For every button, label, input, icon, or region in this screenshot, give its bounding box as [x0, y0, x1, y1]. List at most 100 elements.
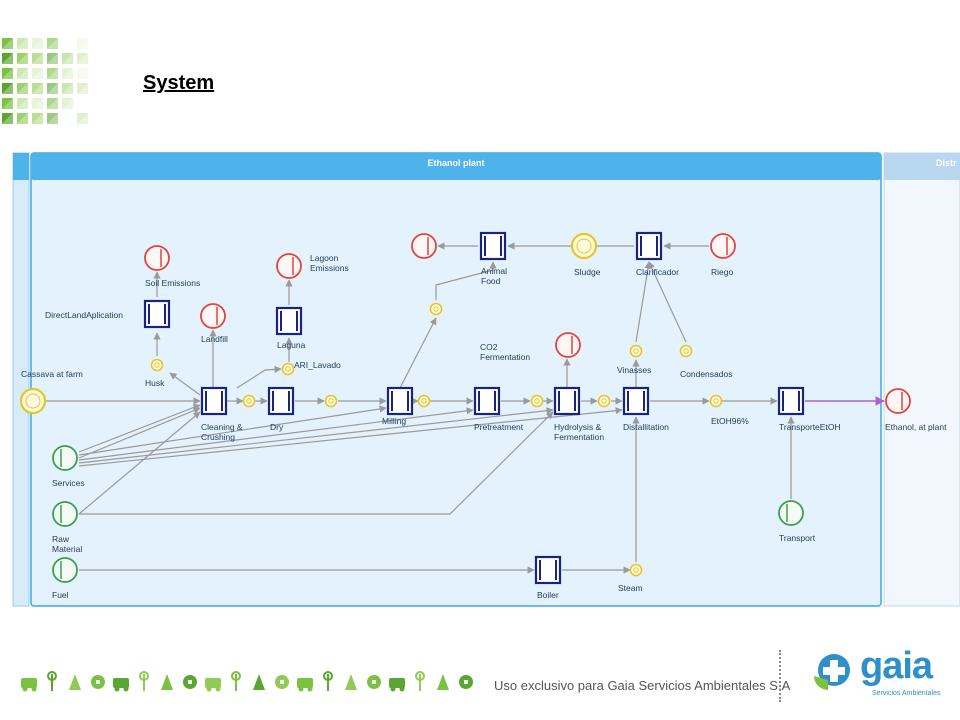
product-node-cassava[interactable] [19, 387, 47, 415]
label-steam: Steam [618, 583, 643, 593]
emission-node-soil-emissions[interactable] [144, 245, 170, 271]
label-cleaning: Cleaning &Crushing [201, 422, 243, 442]
label-clarificador: Clarificador [636, 267, 679, 277]
product-node-sludge[interactable] [570, 232, 598, 260]
flow-node-f-animal[interactable] [429, 302, 443, 316]
label-line: Clarificador [636, 267, 679, 277]
flow-node-condensados[interactable] [679, 344, 693, 358]
logo-grid-cell [17, 83, 28, 94]
flow-node-f-clean-dry[interactable] [242, 394, 256, 408]
logo-grid-cell [77, 68, 88, 79]
wind-turbine-icon [47, 671, 57, 691]
label-line: Sludge [574, 267, 601, 277]
flow-node-steam[interactable] [629, 563, 643, 577]
flow-node-ari-lavado[interactable] [281, 362, 295, 376]
logo-grid-cell [2, 53, 13, 64]
emission-node-riego[interactable] [710, 233, 736, 259]
label-line: Vinasses [617, 365, 651, 375]
logo-grid-cell [2, 83, 13, 94]
logo-grid-cell [32, 98, 43, 109]
flow-link [78, 407, 474, 461]
logo-grid-cell [62, 83, 73, 94]
label-boiler: Boiler [537, 590, 559, 600]
logo-grid-cell [17, 113, 28, 124]
label-cassava: Cassava at farm [21, 369, 83, 379]
label-transport: Transport [779, 533, 816, 543]
logo-grid-cell [47, 83, 58, 94]
flow-link [78, 407, 623, 467]
flow-links [45, 242, 885, 574]
left-panel-header [13, 153, 29, 180]
label-line: Ethanol, at plant [885, 422, 947, 432]
label-line: Laguna [277, 340, 306, 350]
palm-tree-icon [183, 675, 197, 689]
emission-node-animal-out[interactable] [411, 233, 437, 259]
emission-node-landfill[interactable] [200, 303, 226, 329]
flow-node-inner [433, 306, 439, 312]
emission-node-lagoon-emissions[interactable] [276, 253, 302, 279]
label-line: Services [52, 478, 85, 488]
logo-grid-cell [32, 38, 43, 49]
logo-grid-cell [17, 98, 28, 109]
emission-node-co2[interactable] [555, 332, 581, 358]
input-node-services[interactable] [52, 445, 78, 471]
logo-grid-cell [47, 38, 58, 49]
input-node-transport[interactable] [778, 500, 804, 526]
flow-node-husk[interactable] [150, 358, 164, 372]
wrench-icon [415, 671, 425, 691]
label-line: DirectLandAplication [45, 310, 123, 320]
label-riego: Riego [711, 267, 733, 277]
label-line: Milling [382, 416, 406, 426]
bus-icon [275, 675, 289, 689]
logo-grid-cell [2, 98, 13, 109]
label-ari-lavado: ARI_Lavado [294, 360, 341, 370]
label-line: Soil Emissions [145, 278, 200, 288]
flow-nodes [19, 231, 911, 585]
logo-grid-cell [32, 83, 43, 94]
label-milling: Milling [382, 416, 406, 426]
emission-node-ethanol-at-plant[interactable] [885, 388, 911, 414]
logo-grid-cell [77, 38, 88, 49]
label-line: Distallitation [623, 422, 669, 432]
logo-grid-cell [32, 68, 43, 79]
bin-icon [161, 674, 173, 690]
cart-icon [139, 671, 149, 691]
logo-grid-cell [47, 53, 58, 64]
left-panel-strip [12, 152, 30, 607]
label-fuel: Fuel [52, 590, 69, 600]
label-line: Animal [481, 266, 507, 276]
logo-grid-cell [77, 53, 88, 64]
flow-link [435, 261, 497, 300]
flow-node-vinasses[interactable] [629, 344, 643, 358]
label-ethanol-at-plant: Ethanol, at plant [885, 422, 947, 432]
flow-node-inner [633, 348, 639, 354]
flow-node-f-hyd[interactable] [597, 394, 611, 408]
label-line: Hydrolysis & [554, 422, 602, 432]
flow-node-f-mill-out[interactable] [417, 394, 431, 408]
logo-grid-cell [47, 68, 58, 79]
flow-link [399, 317, 437, 389]
logo-grid-cell [77, 83, 88, 94]
flow-link [79, 411, 554, 515]
label-line: Steam [618, 583, 643, 593]
label-line: Riego [711, 267, 733, 277]
water-icon [459, 675, 473, 689]
label-hydrolysis: Hydrolysis &Fermentation [554, 422, 604, 442]
flow-node-etoh[interactable] [709, 394, 723, 408]
flow-link [78, 411, 201, 515]
flow-node-f-dry-mill[interactable] [324, 394, 338, 408]
flow-node-f-pre[interactable] [530, 394, 544, 408]
house-icon [323, 671, 333, 691]
input-node-fuel[interactable] [52, 557, 78, 583]
label-line: ARI_Lavado [294, 360, 341, 370]
label-distallitation: Distallitation [623, 422, 669, 432]
flow-node-inner [421, 398, 427, 404]
label-line: Raw [52, 534, 70, 544]
flow-node-inner [154, 362, 160, 368]
label-line: Condensados [680, 369, 732, 379]
label-line: Husk [145, 378, 165, 388]
input-node-raw-material[interactable] [52, 501, 78, 527]
